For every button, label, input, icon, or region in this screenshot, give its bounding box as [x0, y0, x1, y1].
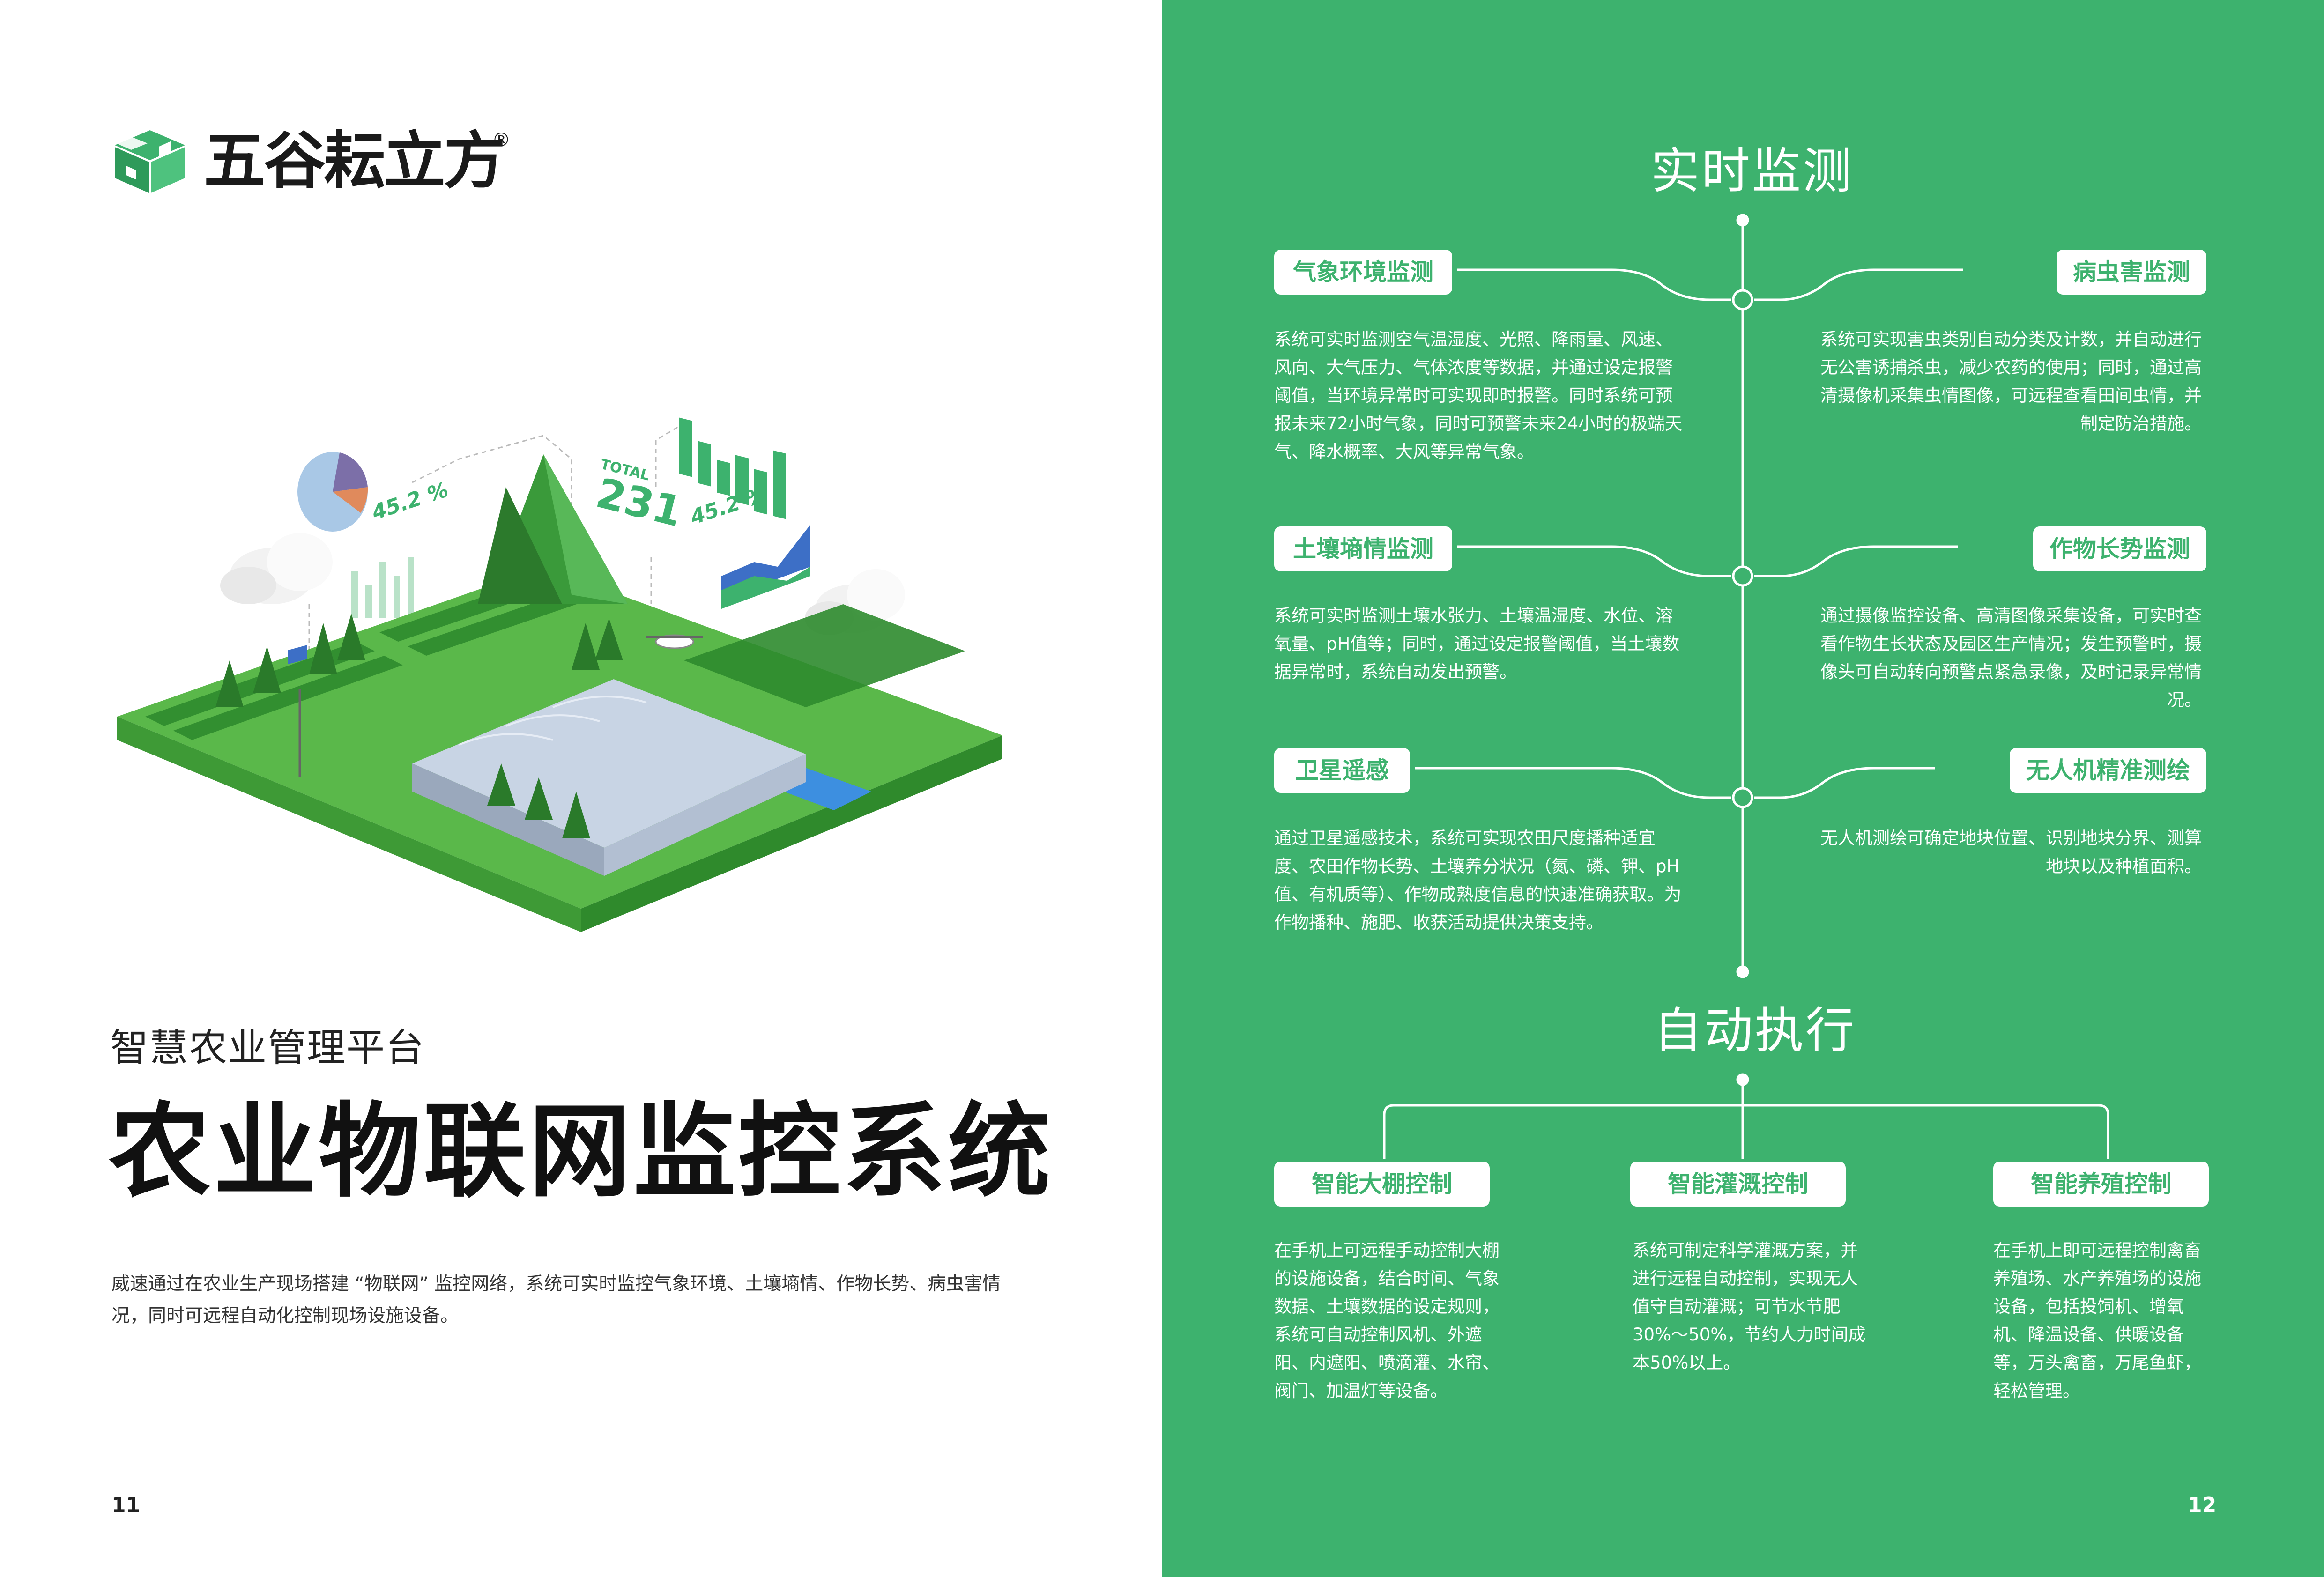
smart-farm-illustration: 45.2 % TOTAL 231 45.2 % — [117, 417, 1002, 932]
desc-pest-monitoring: 系统可实现害虫类别自动分类及计数，并自动进行无公害诱捕杀虫，减少农药的使用；同时… — [1820, 329, 2202, 434]
intro-paragraph: 威速通过在农业生产现场搭建 “物联网” 监控网络，系统可实时监控气象环境、土壤墒… — [111, 1273, 1001, 1326]
desc-satellite-sensing: 通过卫星遥感技术，系统可实现农田尺度播种适宜度、农田作物长势、土壤养分状况（氮、… — [1274, 828, 1682, 933]
brand-logo: 五谷耘立方 ® — [103, 125, 525, 201]
tag-pest-monitoring: 病虫害监测 — [2057, 250, 2206, 295]
section-title-execute: 自动执行 — [1654, 1002, 1856, 1059]
desc-weather-monitoring: 系统可实时监测空气温湿度、光照、降雨量、风速、风向、大气压力、气体浓度等数据，并… — [1274, 329, 1683, 462]
total-value: 231 — [592, 468, 687, 536]
bar-chart-graphic — [679, 417, 786, 519]
desc-soil-monitoring: 系统可实时监测土壤水张力、土壤温湿度、水位、溶氧量、pH值等；同时，通过设定报警… — [1274, 606, 1680, 682]
page-number: 11 — [111, 1493, 141, 1517]
tag-crop-monitoring: 作物长势监测 — [2033, 526, 2206, 571]
desc-greenhouse-control: 在手机上可远程手动控制大棚的设施设备，结合时间、气象数据、土壤数据的设定规则，系… — [1274, 1240, 1500, 1401]
brand-name: 五谷耘立方 — [204, 125, 505, 197]
area-chart-graphic — [721, 525, 810, 609]
right-page: 实时监测 气象环境监测 系统可实时监测空气温湿度、光照、降雨量、风速、风向、大气… — [1162, 0, 2324, 1577]
tag-irrigation-control: 智能灌溉控制 — [1630, 1162, 1846, 1207]
page-title: 农业物联网监控系统 — [109, 1093, 1053, 1211]
pie-chart-graphic — [297, 452, 368, 532]
drone-icon — [646, 634, 703, 649]
desc-drone-mapping: 无人机测绘可确定地块位置、识别地块分界、测算地块以及种植面积。 — [1820, 828, 2202, 876]
desc-crop-monitoring: 通过摄像监控设备、高清图像采集设备，可实时查看作物生长状态及园区生产情况；发生预… — [1820, 606, 2202, 710]
section-title-monitor: 实时监测 — [1651, 142, 1854, 200]
percent-label: 45.2 % — [369, 478, 451, 525]
cloud-icon — [220, 533, 333, 604]
farm-platform — [117, 454, 1002, 932]
registered-mark: ® — [492, 129, 511, 151]
cube-logo-icon — [115, 130, 185, 193]
page-number: 12 — [2188, 1493, 2217, 1517]
tag-soil-monitoring: 土壤墒情监测 — [1274, 526, 1452, 571]
tag-drone-mapping: 无人机精准测绘 — [2010, 748, 2206, 793]
tag-greenhouse-control: 智能大棚控制 — [1274, 1162, 1490, 1207]
page-subtitle: 智慧农业管理平台 — [110, 1026, 425, 1070]
tag-satellite-sensing: 卫星遥感 — [1274, 748, 1410, 793]
tag-weather-monitoring: 气象环境监测 — [1274, 250, 1452, 295]
desc-irrigation-control: 系统可制定科学灌溉方案，并进行远程自动控制，实现无人值守自动灌溉；可节水节肥30… — [1633, 1240, 1866, 1373]
left-page: 五谷耘立方 ® 45.2 % TOTAL 231 45.2 % — [103, 125, 1053, 1517]
small-bar-chart-graphic — [351, 557, 414, 618]
desc-livestock-control: 在手机上即可远程控制禽畜养殖场、水产养殖场的设施设备，包括投饲机、增氧机、降温设… — [1993, 1240, 2201, 1401]
tag-livestock-control: 智能养殖控制 — [1993, 1162, 2209, 1207]
weather-station-icon — [288, 645, 307, 777]
